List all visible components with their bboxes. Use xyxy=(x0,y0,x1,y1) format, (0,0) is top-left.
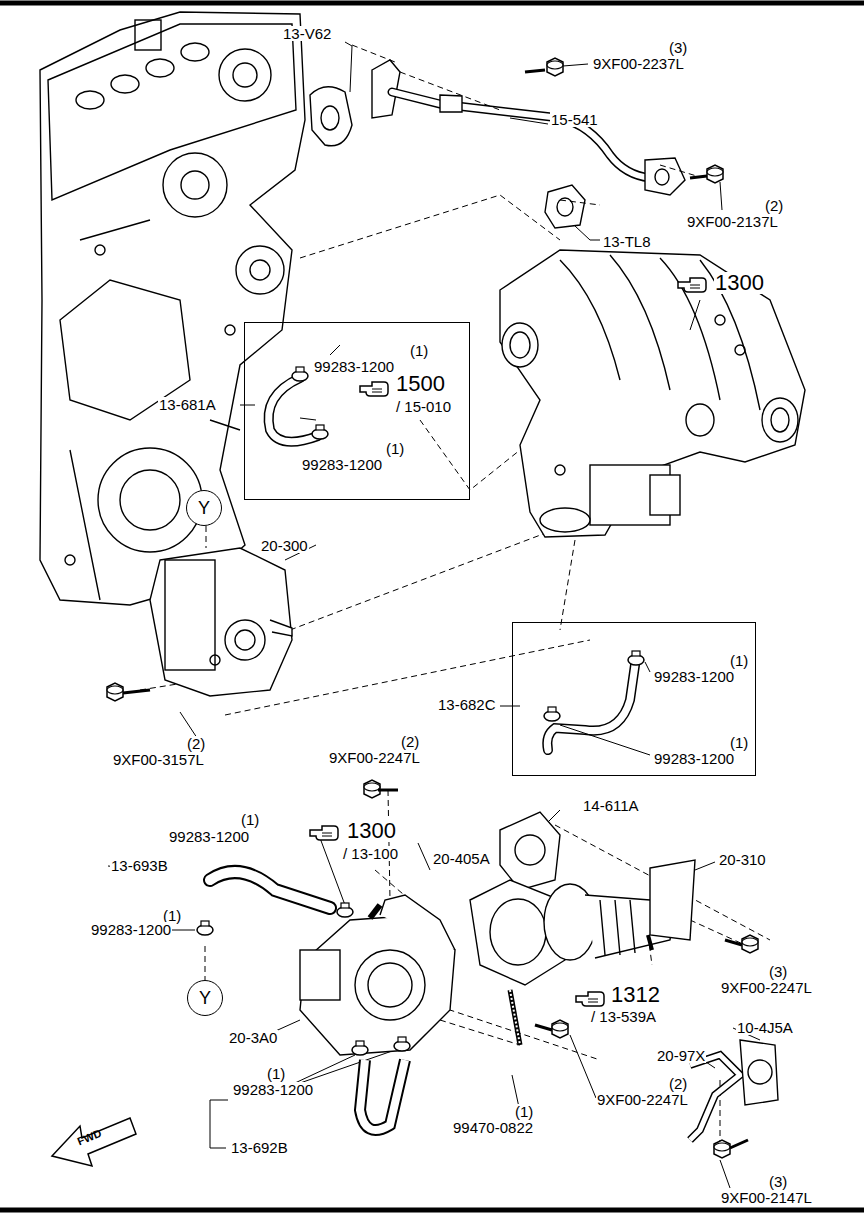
quantity: (3) xyxy=(668,40,688,55)
quantity: (1) xyxy=(514,1104,534,1119)
part-number: 9XF00-2237L xyxy=(592,56,685,71)
part-number: 9XF00-3157L xyxy=(112,752,205,767)
inset-label: 99283-1200 xyxy=(313,359,395,374)
part-number: 13-V62 xyxy=(282,26,332,41)
part-number: 99283-1200 xyxy=(232,1082,314,1097)
part-number: 20-310 xyxy=(718,852,767,867)
reference-number: / 13-100 xyxy=(342,846,399,861)
part-number: 9XF00-2137L xyxy=(686,214,779,229)
part-number: 10-4J5A xyxy=(736,1020,794,1035)
part-number: 13-693B xyxy=(110,858,169,873)
part-number: 14-611A xyxy=(582,798,640,813)
quantity: (1) xyxy=(266,1066,286,1081)
inset-label: (1) xyxy=(385,441,405,456)
inset-label: 99283-1200 xyxy=(653,669,735,684)
inset-label: (1) xyxy=(409,343,429,358)
inset-box: (1)99283-12001500/ 15-010(1)99283-1200 xyxy=(244,322,470,500)
reference-number: 1300 xyxy=(714,272,765,294)
inset-label: (1) xyxy=(729,735,749,750)
quantity: (2) xyxy=(186,736,206,751)
part-number: 99283-1200 xyxy=(168,829,250,844)
part-number: 20-300 xyxy=(260,538,309,553)
part-number: 13-682C xyxy=(437,697,497,712)
quantity: (2) xyxy=(400,734,420,749)
inset-label: 99283-1200 xyxy=(301,457,383,472)
inset-label: 99283-1200 xyxy=(653,751,735,766)
part-number: 99283-1200 xyxy=(90,922,172,937)
part-number: 15-541 xyxy=(550,112,599,127)
part-number: 13-TL8 xyxy=(602,234,652,249)
reference-letter: Y xyxy=(199,989,211,1007)
inset-label: 1500 xyxy=(395,373,446,395)
reference-circle: Y xyxy=(187,980,223,1016)
part-number: 9XF00-2247L xyxy=(720,980,813,995)
reference-letter: Y xyxy=(198,499,210,517)
part-number: 20-3A0 xyxy=(228,1030,278,1045)
part-number: 13-681A xyxy=(158,397,217,412)
reference-circle: Y xyxy=(186,490,222,526)
quantity: (3) xyxy=(768,964,788,979)
quantity: (1) xyxy=(162,908,182,923)
quantity: (2) xyxy=(668,1076,688,1091)
inset-box: (1)99283-1200(1)99283-1200 xyxy=(512,622,756,776)
quantity: (1) xyxy=(240,812,260,827)
part-number: 20-97X xyxy=(656,1048,706,1063)
quantity: (3) xyxy=(768,1174,788,1189)
quantity: (2) xyxy=(764,198,784,213)
part-number: 99470-0822 xyxy=(452,1120,534,1135)
part-number: 9XF00-2247L xyxy=(328,750,421,765)
part-number: 9XF00-2147L xyxy=(720,1190,813,1205)
reference-number: 1300 xyxy=(346,820,397,842)
reference-number: / 13-539A xyxy=(590,1009,657,1024)
part-number: 13-692B xyxy=(230,1140,289,1155)
reference-number: 1312 xyxy=(610,984,661,1006)
inset-label: / 15-010 xyxy=(395,399,452,414)
part-number: 20-405A xyxy=(432,851,491,866)
inset-label: (1) xyxy=(729,653,749,668)
part-number: 9XF00-2247L xyxy=(596,1092,689,1107)
